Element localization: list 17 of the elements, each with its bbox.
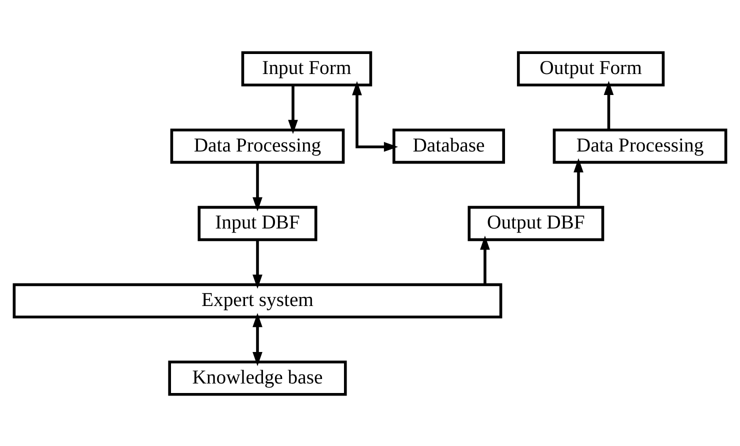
node-box: Output Form [516, 50, 665, 86]
node-box: Database [392, 128, 506, 164]
node-box: Input Form [241, 50, 372, 86]
node-box: Data Processing [170, 128, 345, 164]
arrow [604, 80, 614, 130]
arrow [352, 80, 398, 152]
node-box: Data Processing [552, 128, 728, 164]
node-box: Knowledge base [168, 360, 347, 396]
arrow [574, 158, 584, 207]
node-box: Input DBF [198, 205, 318, 241]
node-box: Output DBF [468, 205, 604, 241]
arrow [288, 84, 298, 134]
arrow [252, 312, 262, 366]
node-box: Expert system [12, 282, 502, 318]
arrow [480, 235, 490, 284]
arrow [252, 239, 262, 288]
arrow [252, 162, 262, 211]
